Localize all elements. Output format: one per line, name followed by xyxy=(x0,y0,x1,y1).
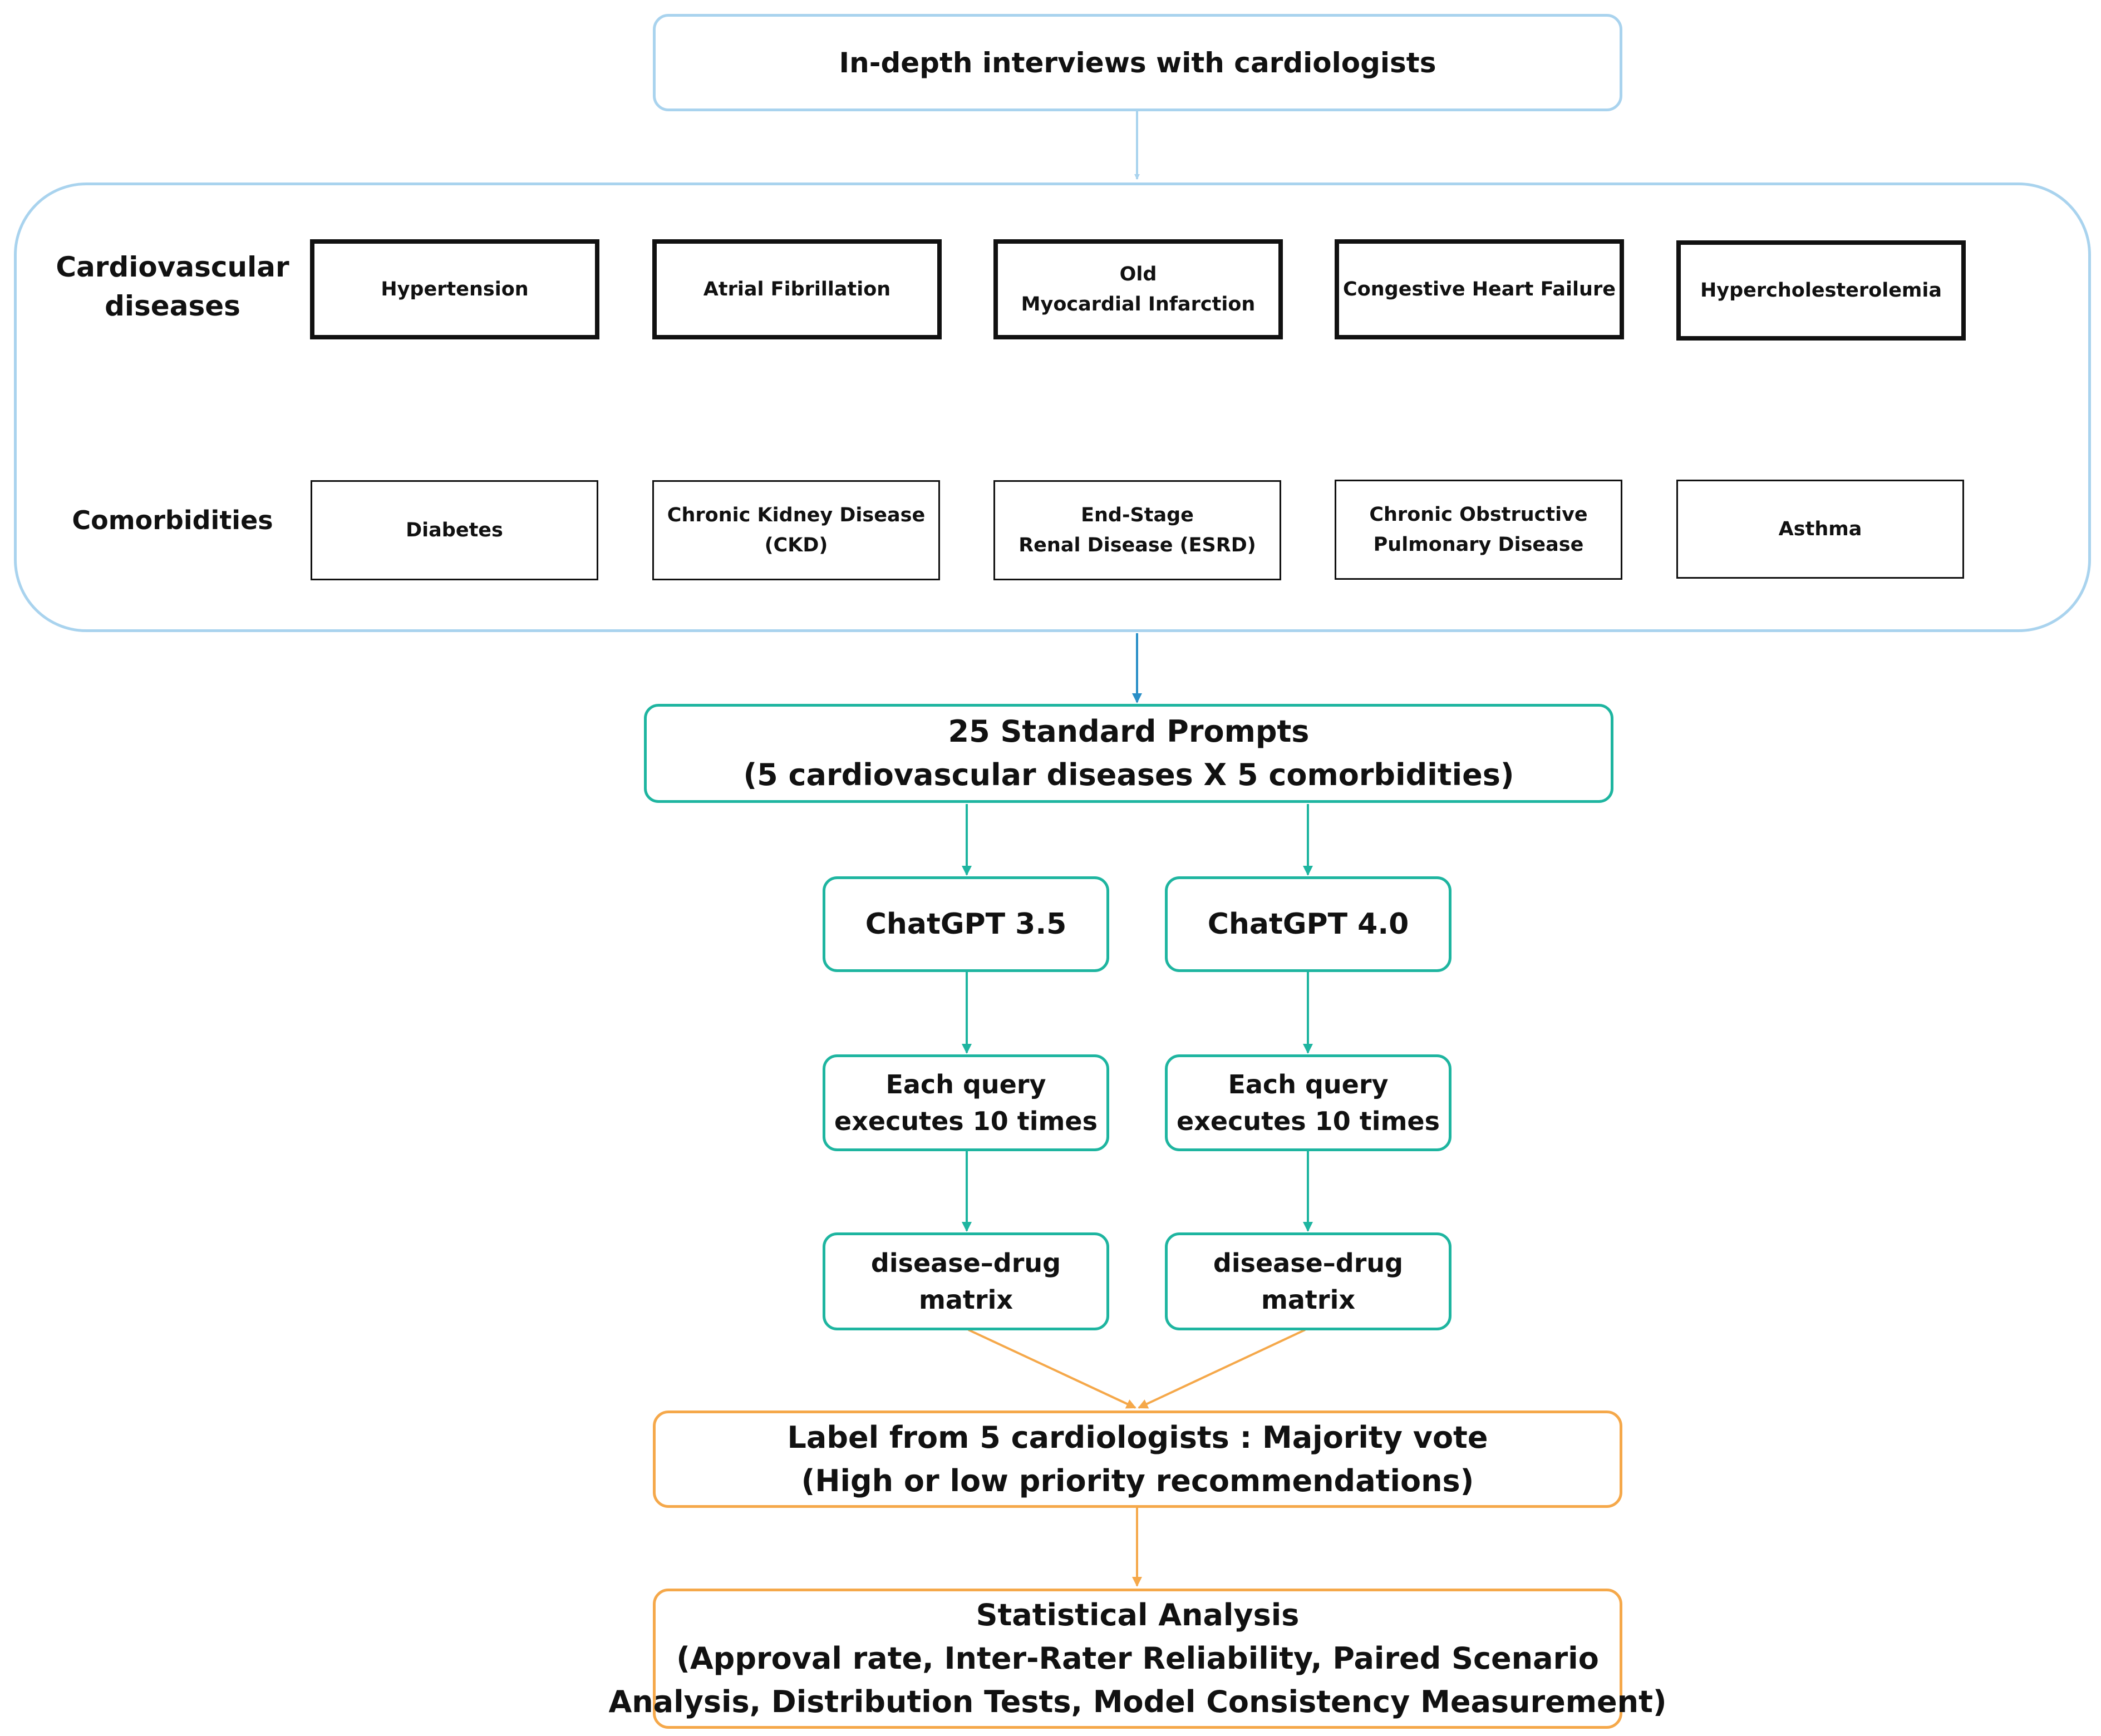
matrix-line2: matrix xyxy=(1261,1285,1356,1315)
arrow-matrix35-to-label xyxy=(968,1329,1136,1409)
model-box-chatgpt-35: ChatGPT 3.5 xyxy=(823,876,1109,972)
cvd-hypertension: Hypertension xyxy=(310,239,599,339)
cvd-old-myocardial-infarction: Old Myocardial Infarction xyxy=(993,239,1283,339)
comorbidity-diabetes: Diabetes xyxy=(311,480,598,580)
model-box-chatgpt-40: ChatGPT 4.0 xyxy=(1165,876,1451,972)
comorbidity-copd: Chronic Obstructive Pulmonary Disease xyxy=(1335,480,1622,580)
analysis-line3: Analysis, Distribution Tests, Model Cons… xyxy=(608,1684,1667,1719)
cvd-hypercholesterolemia: Hypercholesterolemia xyxy=(1676,240,1966,341)
cvd-congestive-heart-failure: Congestive Heart Failure xyxy=(1335,239,1624,339)
comorbidity-label: Diabetes xyxy=(406,519,503,541)
comorbidity-label-line1: End-Stage xyxy=(1081,504,1194,526)
interviews-label: In-depth interviews with cardiologists xyxy=(839,46,1436,79)
comorbidity-label-line1: Chronic Kidney Disease xyxy=(667,504,926,526)
model-name: ChatGPT 3.5 xyxy=(865,908,1067,941)
query-line2: executes 10 times xyxy=(834,1106,1098,1136)
analysis-line2: (Approval rate, Inter-Rater Reliability,… xyxy=(676,1641,1599,1676)
statistical-analysis-box: Statistical Analysis (Approval rate, Int… xyxy=(608,1589,1667,1729)
cvd-label: Atrial Fibrillation xyxy=(703,278,891,300)
query-box-chatgpt-40: Each query executes 10 times xyxy=(1165,1054,1451,1151)
cvd-atrial-fibrillation: Atrial Fibrillation xyxy=(652,239,942,339)
cvd-label-line2: Myocardial Infarction xyxy=(1021,293,1256,315)
query-box-chatgpt-35: Each query executes 10 times xyxy=(823,1054,1109,1151)
matrix-line1: disease–drug xyxy=(1213,1248,1404,1278)
comorbidity-label-line1: Chronic Obstructive xyxy=(1369,504,1588,526)
model-name: ChatGPT 4.0 xyxy=(1207,908,1409,941)
cvd-label: Hypercholesterolemia xyxy=(1700,279,1942,302)
comorbidity-row-label-text: Comorbidities xyxy=(72,505,273,535)
analysis-title: Statistical Analysis xyxy=(976,1597,1300,1633)
matrix-line2: matrix xyxy=(918,1285,1013,1315)
interviews-box: In-depth interviews with cardiologists xyxy=(653,14,1622,111)
matrix-line1: disease–drug xyxy=(870,1248,1061,1278)
prompts-title: 25 Standard Prompts xyxy=(948,714,1310,749)
label-box-line2: (High or low priority recommendations) xyxy=(801,1463,1474,1498)
prompts-subtitle: (5 cardiovascular diseases X 5 comorbidi… xyxy=(743,757,1514,792)
cvd-label: Congestive Heart Failure xyxy=(1343,278,1616,300)
comorbidity-esrd: End-Stage Renal Disease (ESRD) xyxy=(993,480,1281,580)
comorbidity-asthma: Asthma xyxy=(1676,480,1964,579)
cvd-label: Hypertension xyxy=(381,278,529,300)
standard-prompts-box: 25 Standard Prompts (5 cardiovascular di… xyxy=(644,704,1613,803)
query-line1: Each query xyxy=(885,1069,1046,1099)
cvd-label-line1: Old xyxy=(1119,263,1157,285)
query-line1: Each query xyxy=(1228,1069,1389,1099)
matrix-box-chatgpt-35: disease–drug matrix xyxy=(823,1232,1109,1330)
comorbidity-ckd: Chronic Kidney Disease (CKD) xyxy=(652,480,940,580)
label-majority-vote-box: Label from 5 cardiologists : Majority vo… xyxy=(653,1410,1622,1508)
query-line2: executes 10 times xyxy=(1177,1106,1440,1136)
comorbidity-label: Asthma xyxy=(1778,518,1862,540)
matrix-box-chatgpt-40: disease–drug matrix xyxy=(1165,1232,1451,1330)
comorbidity-label-line2: Pulmonary Disease xyxy=(1373,534,1584,556)
arrow-matrix40-to-label xyxy=(1138,1329,1306,1409)
cvd-row-label: Cardiovascular diseases xyxy=(50,248,295,326)
label-box-line1: Label from 5 cardiologists : Majority vo… xyxy=(787,1419,1488,1455)
cvd-row-label-line2: diseases xyxy=(105,290,240,322)
comorbidity-row-label: Comorbidities xyxy=(50,501,295,540)
comorbidity-label-line2: Renal Disease (ESRD) xyxy=(1018,534,1256,556)
comorbidity-label-line2: (CKD) xyxy=(764,534,828,556)
cvd-row-label-line1: Cardiovascular xyxy=(56,251,289,283)
